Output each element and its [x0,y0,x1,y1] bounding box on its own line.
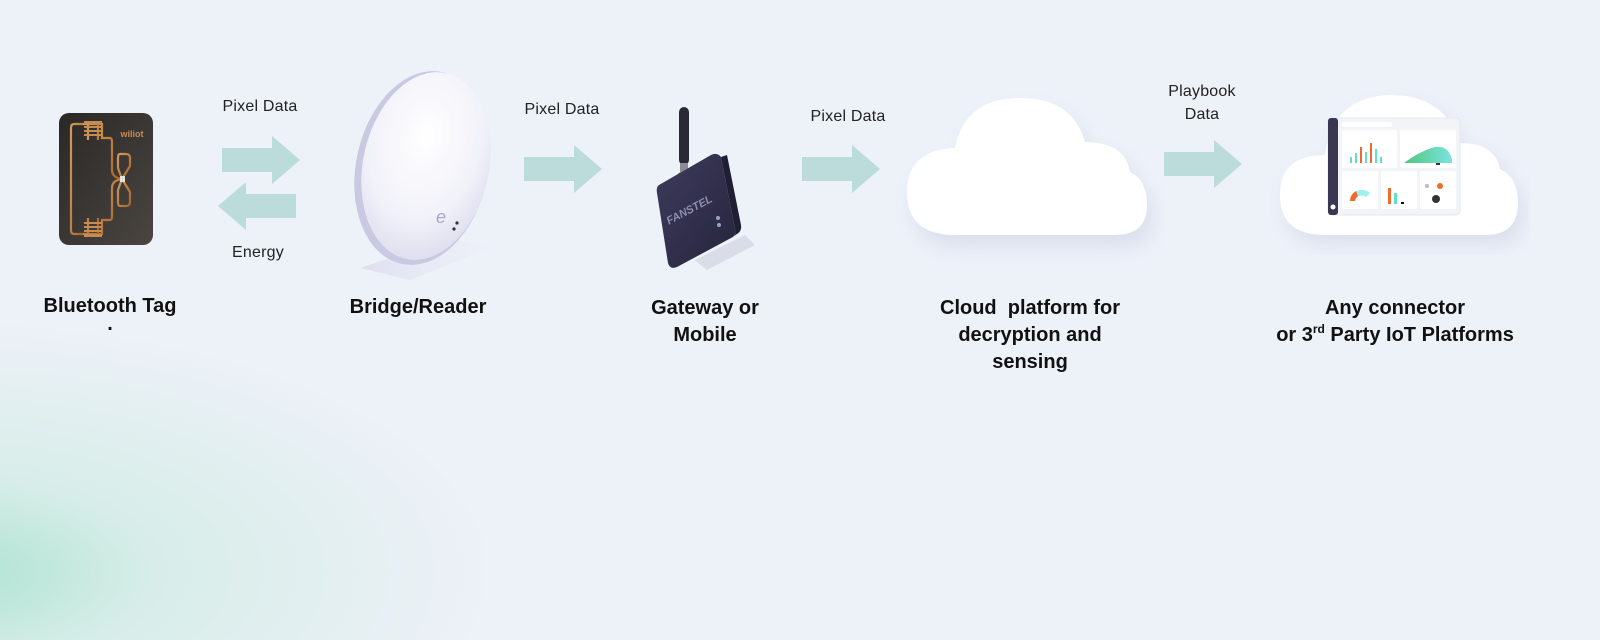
edge-label-pixel-data-2: Pixel Data [524,101,600,118]
node-label-bluetooth-tag: Bluetooth Tag . [20,293,200,335]
bridge-reader-icon: e [340,68,500,288]
cloud-title-line3: sensing [992,351,1068,373]
cloud-icon [895,80,1165,270]
arrow-right-icon [802,145,880,193]
node-label-platforms: Any connector or 3rd Party IoT Platforms [1255,295,1535,349]
tag-brand: wiliot [120,129,144,139]
platforms-line2-pre: or 3 [1276,324,1313,346]
arrow-right-icon [524,145,602,193]
edge-label-pixel-data-3: Pixel Data [810,108,886,125]
node-label-cloud: Cloud platform for decryption and sensin… [900,295,1160,376]
cloud-title-line2: decryption and [958,324,1102,346]
node-label-gateway: Gateway or Mobile [615,295,795,349]
gateway-title-line2: Mobile [673,324,737,346]
platforms-title-line2: or 3rd Party IoT Platforms [1255,322,1535,349]
edge-label-playbook-data: Playbook Data [1142,80,1262,126]
gateway-icon: FANSTEL [655,105,755,270]
bluetooth-tag-icon: wiliot [58,112,154,246]
playbook-label-line2: Data [1184,106,1220,123]
cloud-dashboard-icon [1270,85,1530,255]
edge-label-energy: Energy [232,244,284,261]
platforms-title-line1: Any connector [1324,297,1466,319]
edge-label-pixel-data-1: Pixel Data [222,98,298,115]
arrow-right-icon [222,136,300,184]
background-glow [0,300,540,640]
playbook-label-line1: Playbook [1168,83,1236,100]
platforms-line2-sup: rd [1312,322,1325,336]
arrow-left-icon [218,182,296,230]
platforms-line2-post: Party IoT Platforms [1324,324,1514,346]
bluetooth-tag-title: Bluetooth Tag [43,295,177,317]
node-label-bridge-reader: Bridge/Reader [349,296,487,318]
bluetooth-tag-subtitle: . [107,313,113,335]
cloud-title-line1: Cloud platform for [940,297,1120,319]
gateway-title-line1: Gateway or [651,297,759,319]
svg-text:e: e [436,207,446,227]
arrow-right-icon [1164,140,1242,188]
